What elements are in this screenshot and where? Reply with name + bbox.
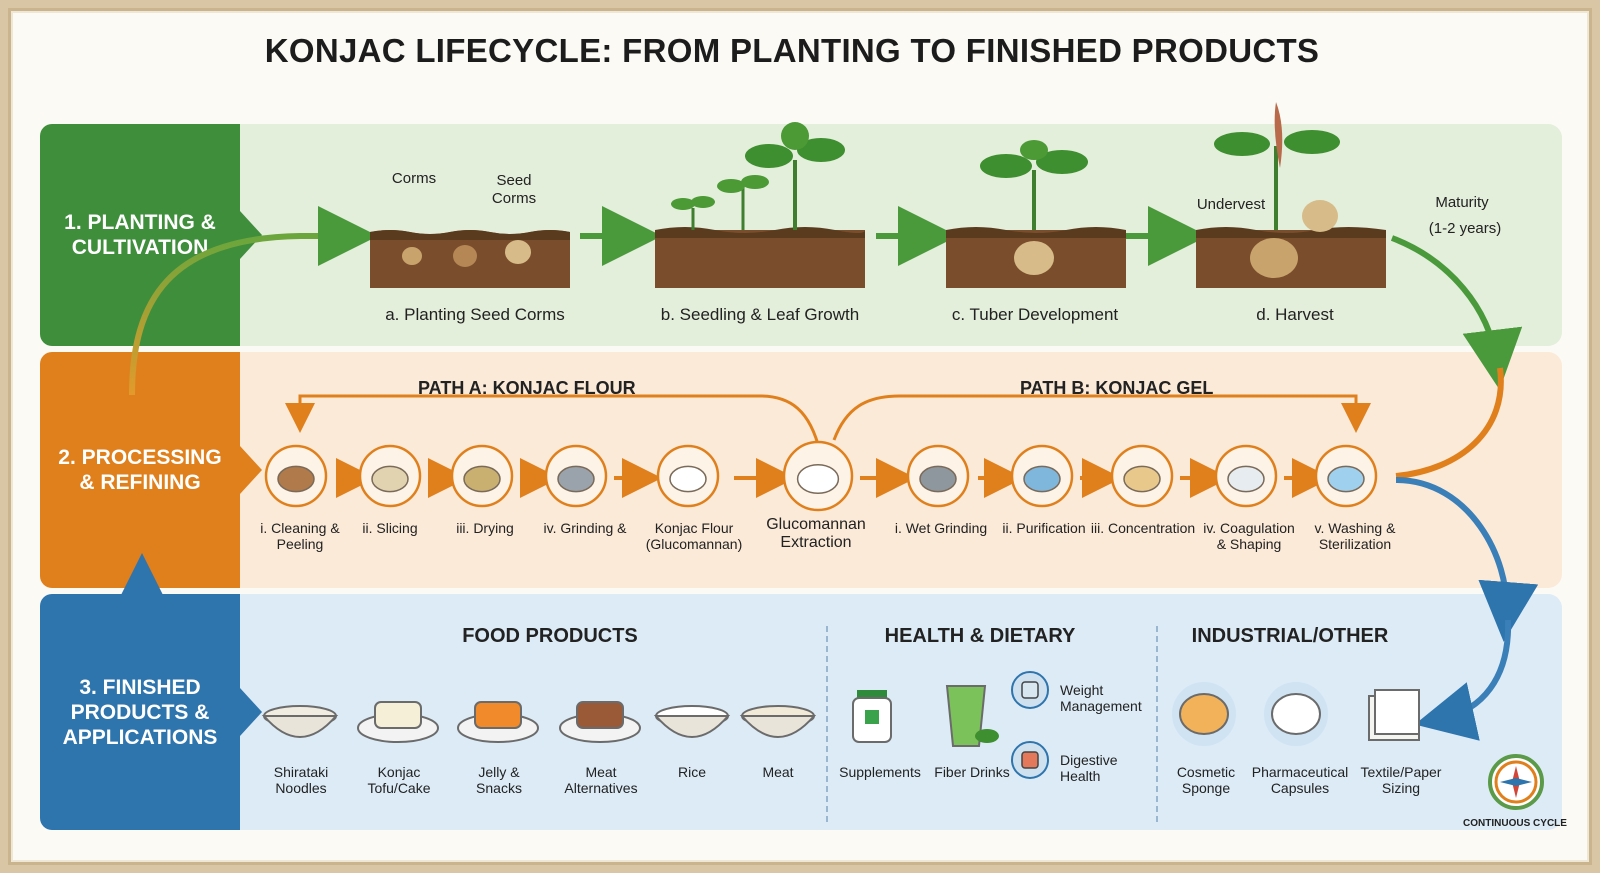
capsule-icon [1264, 682, 1328, 746]
drying-icon [450, 444, 514, 508]
purification-icon [1010, 444, 1074, 508]
product-label-noodles: Shirataki Noodles [273, 764, 329, 796]
page-title: KONJAC LIFECYCLE: FROM PLANTING TO FINIS… [264, 32, 1320, 69]
maturity-years-label: (1-2 years) [1428, 220, 1502, 237]
tuber-plant-icon [946, 140, 1126, 288]
flour-bowl-icon [656, 444, 720, 508]
product-label-rice: Rice [677, 764, 706, 780]
divider-health-industrial [1156, 626, 1158, 822]
cleaning-peeling-icon [264, 444, 328, 508]
concentration-icon [1110, 444, 1174, 508]
supplement-bottle-icon [852, 690, 892, 743]
product-label-jelly: Jelly & Snacks [476, 764, 522, 796]
slicing-icon [358, 444, 422, 508]
product-label-digestive: Digestive Health [1060, 752, 1118, 784]
stomach-icon [1011, 741, 1049, 779]
section-label-processing: 2. PROCESSING & REFINING [58, 446, 222, 494]
paper-stack-icon [1368, 689, 1420, 741]
category-food: FOOD PRODUCTS [462, 625, 638, 647]
product-label-textile: Textile/Paper Sizing [1360, 764, 1442, 796]
meat-alternatives-icon [559, 701, 641, 743]
seedling-icon [655, 122, 865, 288]
product-label-capsules: Pharmaceutical Capsules [1251, 764, 1349, 796]
section-label-finished: 3. FINISHED PRODUCTS & APPLICATIONS [62, 675, 218, 749]
section-tab-planting: 1. PLANTING & CULTIVATION [40, 124, 262, 346]
section-tab-processing: 2. PROCESSING & REFINING [40, 352, 262, 588]
step-label-drying: iii. Drying [456, 520, 514, 536]
step-label-washing: v. Washing & Sterilization [1314, 520, 1396, 552]
jelly-icon [457, 701, 539, 743]
product-label-fiber-drinks: Fiber Drinks [934, 764, 1010, 780]
product-label-tofu: Konjac Tofu/Cake [367, 764, 431, 796]
soil-corms-icon [370, 230, 570, 288]
washing-icon [1314, 444, 1378, 508]
wet-grinder-icon [906, 444, 970, 508]
corms-label: Corms [391, 170, 437, 187]
step-label-concentration: iii. Concentration [1090, 520, 1196, 536]
product-label-sponge: Cosmetic Sponge [1176, 764, 1236, 796]
scale-icon [1011, 671, 1049, 709]
step-label-konjac-flour: Konjac Flour (Glucomannan) [645, 520, 743, 552]
seed-corms-label: Seed Corms [491, 172, 537, 207]
stage-label-harvest: d. Harvest [1256, 305, 1334, 324]
product-label-meat: Meat [762, 764, 794, 780]
step-label-grinding: iv. Grinding & [543, 520, 627, 536]
glucomannan-icon [782, 440, 854, 512]
category-industrial: INDUSTRIAL/OTHER [1191, 625, 1389, 647]
fiber-drink-icon [945, 685, 999, 747]
stage-label-planting: a. Planting Seed Corms [385, 305, 565, 324]
step-label-cleaning: i. Cleaning & Peeling [260, 520, 340, 552]
divider-food-health [826, 626, 828, 822]
step-label-purification: ii. Purification [1002, 520, 1086, 536]
stage-label-tuber: c. Tuber Development [951, 305, 1119, 324]
harvest-plant-icon [1196, 102, 1386, 288]
path-b-label: PATH B: KONJAC GEL [1020, 378, 1214, 398]
product-label-weight: Weight Management [1060, 682, 1142, 714]
compass-icon [1488, 754, 1544, 810]
tofu-cake-icon [357, 701, 439, 743]
step-label-wet-grinding: i. Wet Grinding [894, 520, 988, 536]
maturity-label: Maturity [1435, 194, 1489, 211]
product-label-supplements: Supplements [839, 764, 921, 780]
section-label-planting: 1. PLANTING & CULTIVATION [64, 211, 216, 259]
stage-label-seedling: b. Seedling & Leaf Growth [660, 305, 860, 324]
meat-bowl-icon [739, 705, 817, 738]
category-health: HEALTH & DIETARY [884, 625, 1076, 647]
path-a-label: PATH A: KONJAC FLOUR [418, 378, 636, 398]
step-label-slicing: ii. Slicing [362, 520, 418, 536]
step-label-coagulation: iv. Coagulation & Shaping [1203, 520, 1295, 552]
grinding-icon [544, 444, 608, 508]
rice-bowl-icon [653, 705, 731, 738]
noodle-bowl-icon [261, 705, 339, 738]
continuous-cycle-label: CONTINUOUS CYCLE [1463, 818, 1567, 829]
undervest-label: Undervest [1196, 196, 1266, 213]
product-label-meat-alternatives: Meat Alternatives [564, 764, 638, 796]
step-label-glucomannan: Glucomannan Extraction [766, 516, 866, 551]
sponge-icon [1172, 682, 1236, 746]
coagulation-icon [1214, 444, 1278, 508]
